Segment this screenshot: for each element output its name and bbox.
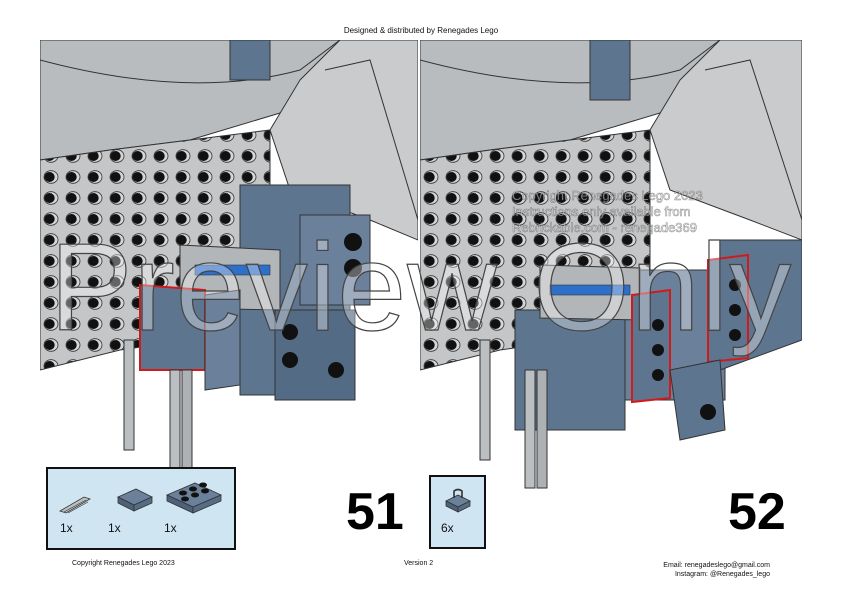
step-number-51: 51 (346, 483, 404, 541)
plate-2x3-icon (166, 482, 222, 514)
tile-2x2-icon (117, 488, 153, 512)
preview-only-watermark: Preview Only (49, 219, 793, 357)
part-qty: 6x (441, 521, 454, 535)
part-qty: 1x (60, 521, 73, 535)
copyright-watermark: Copyright Renegades Lego 2023 Instructio… (512, 188, 703, 236)
bar-pieces-icon (59, 496, 91, 514)
step-51-model-drawing (40, 40, 418, 471)
part-qty: 1x (108, 521, 121, 535)
copyright-watermark-line: Rebrickable.com - renegade369 (512, 220, 698, 236)
step-52-illustration (420, 40, 802, 510)
step-51-illustration (40, 40, 418, 510)
step-52-parts-list: 6x (429, 475, 486, 549)
clip-plate-icon (445, 488, 471, 513)
copyright-watermark-line: Instructions only available from (512, 204, 691, 220)
part-qty: 1x (164, 521, 177, 535)
footer-instagram: Instagram: @Renegades_lego (674, 571, 770, 578)
footer-version: Version 2 (404, 560, 434, 567)
copyright-watermark-line: Copyright Renegades Lego 2023 (512, 188, 703, 204)
footer-contact: Email: renegadeslego@gmail.com Instagram… (600, 561, 770, 579)
footer-copyright: Copyright Renegades Lego 2023 (72, 560, 175, 567)
step-number-52: 52 (728, 483, 786, 541)
header-credit: Designed & distributed by Renegades Lego (343, 26, 499, 35)
step-52-model-drawing (420, 40, 802, 489)
step-51-parts-list: 1x 1x 1x (46, 467, 236, 550)
footer-email: Email: renegadeslego@gmail.com (663, 562, 770, 569)
